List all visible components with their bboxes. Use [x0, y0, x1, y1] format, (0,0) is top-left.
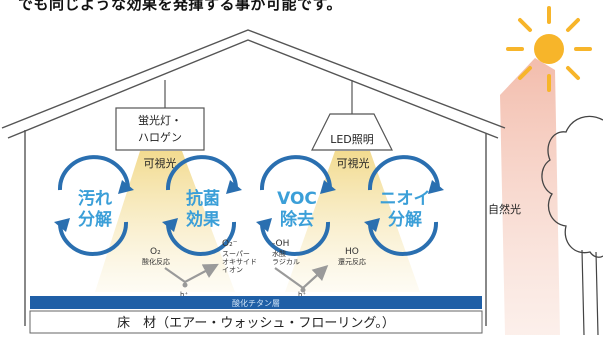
sun-icon: [506, 6, 592, 92]
superoxide-line-2: オキサイド: [222, 258, 257, 266]
caption-text: でも同じような効果を発揮する事が可能です。: [18, 0, 343, 13]
superoxide-line-3: イオン: [222, 266, 243, 274]
o2-desc: 酸化反応: [142, 257, 170, 266]
effect-circle-1: [54, 155, 134, 256]
effect-circle-2: [162, 155, 242, 256]
natural-light-label: 自然光: [488, 202, 521, 216]
h-plus-right: h⁺: [298, 291, 306, 299]
house-outline: [1, 29, 506, 326]
effect-2-line2: 効果: [186, 209, 220, 230]
tree-trunk: [581, 249, 599, 336]
tree-outline: [541, 115, 603, 258]
effect-4-line1: ニオイ: [380, 189, 431, 209]
floor-label: 床 材（エアー・ウォッシュ・フローリング。）: [117, 316, 395, 331]
led-beam: [285, 151, 420, 292]
o2-formula: O₂: [150, 247, 161, 257]
effect-1-line1: 汚れ: [78, 188, 112, 209]
effect-circle-4: [364, 155, 444, 256]
oh-line-2: ラジカル: [272, 258, 300, 266]
fluorescent-lamp: [115, 107, 205, 151]
led-lamp: [311, 113, 393, 151]
superoxide-line-1: スーパー: [222, 250, 250, 258]
h-plus-left: h⁺: [180, 291, 188, 299]
effect-2-line1: 抗菌: [186, 188, 220, 209]
superoxide-formula: O₂⁻: [222, 239, 238, 249]
oh-line-1: 水酸: [272, 249, 286, 258]
effect-3-line2: 除去: [280, 209, 314, 230]
ho-desc: 還元反応: [338, 257, 366, 266]
floor-panel: [29, 310, 483, 334]
titanium-layer: [30, 296, 482, 309]
electron-dot-left: [182, 282, 188, 288]
visible-light-right: 可視光: [337, 156, 370, 170]
visible-light-left: 可視光: [144, 156, 177, 170]
sunlight-beam: [500, 58, 560, 335]
ho-formula: HO: [345, 247, 359, 257]
led-label: LED照明: [330, 133, 374, 146]
effect-1-line2: 分解: [78, 209, 112, 230]
effect-circle-3: [256, 155, 336, 256]
oh-formula: -OH: [272, 239, 289, 249]
titanium-layer-label: 酸化チタン層: [232, 298, 280, 308]
fluorescent-label-1: 蛍光灯・: [138, 113, 182, 127]
effect-4-line2: 分解: [388, 209, 422, 230]
electron-dot-right: [300, 287, 306, 293]
fluorescent-label-2: ハロゲン: [138, 131, 182, 144]
effect-3-line1: VOC: [277, 189, 317, 209]
